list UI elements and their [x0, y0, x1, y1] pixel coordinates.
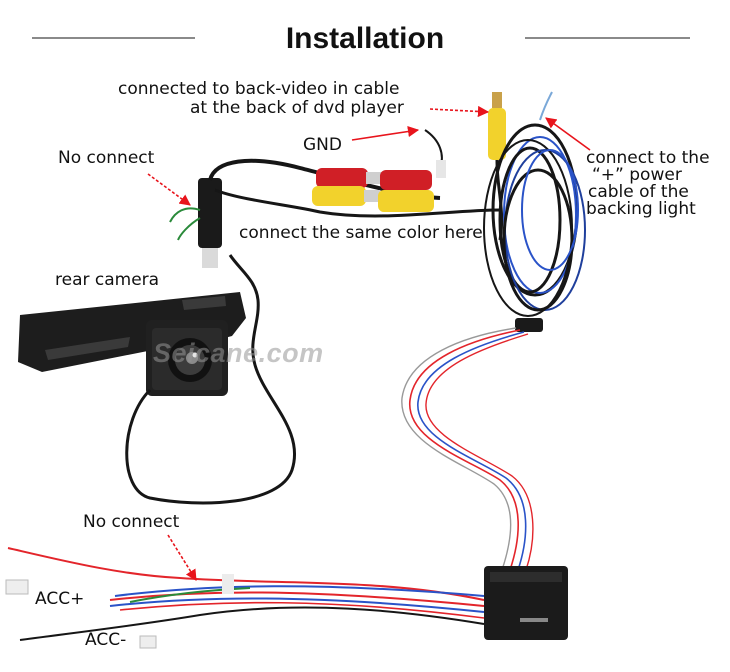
arrow-power: [545, 117, 591, 151]
label-acc-minus: ACC-: [85, 630, 127, 650]
annotation-arrows: [147, 105, 591, 581]
rear-camera: [18, 292, 246, 396]
watermark: Seicane.com: [153, 338, 324, 368]
camera-plug: [198, 178, 222, 268]
label-rear-camera: rear camera: [55, 270, 160, 290]
arrow-back-video: [429, 105, 490, 118]
control-box: [484, 566, 568, 640]
label-power-line4: backing light: [586, 199, 696, 219]
rca-connector-yellow: [312, 186, 434, 212]
label-gnd: GND: [303, 135, 342, 155]
arrow-gnd: [351, 125, 420, 141]
acc-wire-bundle: [5, 547, 485, 649]
label-back-video-line1: connected to back-video in cable: [118, 79, 400, 99]
label-back-video-line2: at the back of dvd player: [190, 98, 404, 118]
label-no-connect-bottom: No connect: [83, 512, 180, 532]
coiled-cable: [483, 91, 586, 332]
control-wires: [401, 327, 534, 571]
camera-cable: [125, 254, 296, 505]
label-power-line1: connect to the: [586, 148, 710, 168]
label-power-line2: “+” power: [592, 165, 682, 185]
no-connect-wire: [169, 207, 201, 241]
arrow-no-connect-bottom: [167, 534, 197, 581]
page-title: Installation: [285, 22, 445, 55]
arrow-no-connect-top: [147, 173, 191, 206]
label-acc-plus: ACC+: [35, 589, 85, 609]
rca-connector-red: [316, 168, 432, 190]
label-same-color: connect the same color here: [239, 223, 483, 243]
label-no-connect-top: No connect: [58, 148, 155, 168]
label-power-line3: cable of the: [588, 182, 689, 202]
